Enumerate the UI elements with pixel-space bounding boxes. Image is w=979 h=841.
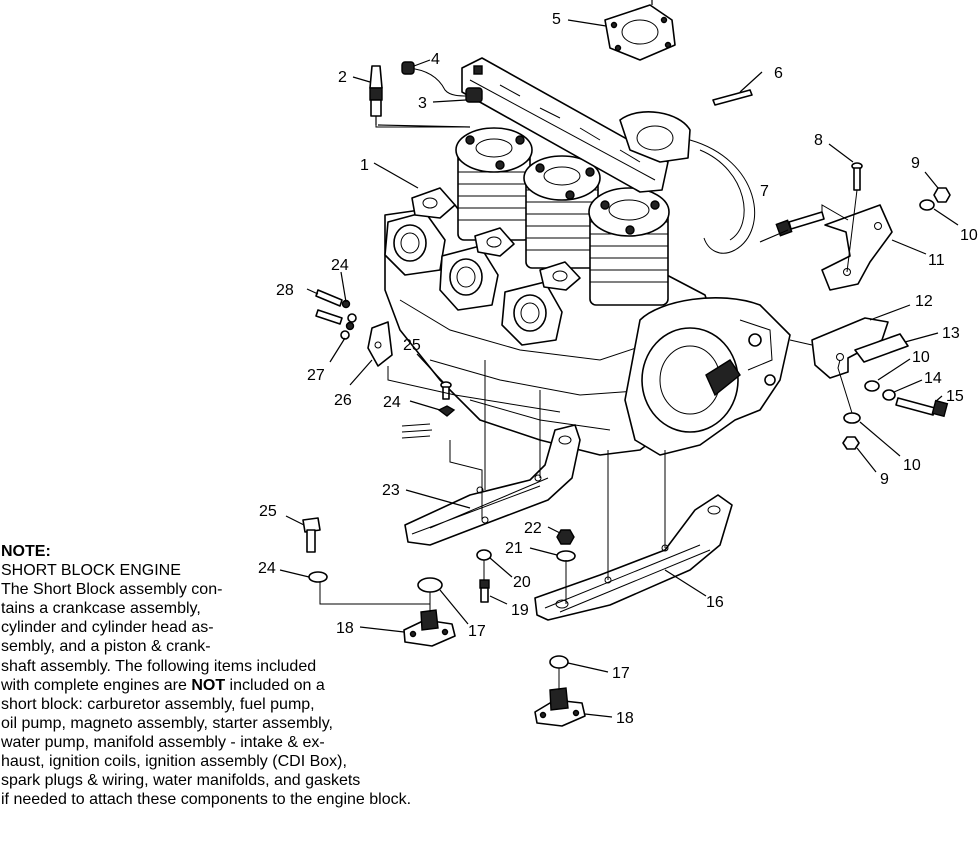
- callout-5: 5: [552, 11, 561, 28]
- callout-10a: 10: [960, 227, 978, 244]
- shim-plate: [854, 333, 909, 363]
- callout-4: 4: [431, 51, 440, 68]
- callout-21: 21: [505, 540, 523, 557]
- callout-24b: 24: [383, 394, 401, 411]
- spark-plug: [369, 65, 383, 125]
- callout-8: 8: [814, 132, 823, 149]
- bolt-25-upper: [440, 381, 452, 400]
- mounting-rail-right: [534, 494, 733, 621]
- callout-2: 2: [338, 69, 347, 86]
- washer-21: [556, 550, 576, 562]
- washer-24-upper: [437, 405, 456, 417]
- note-text-after-bold: included on a short block: carburetor as…: [1, 676, 412, 809]
- callout-14: 14: [924, 370, 942, 387]
- callout-25b: 25: [259, 503, 277, 520]
- callout-18a: 18: [336, 620, 354, 637]
- ghost-lines: [401, 423, 433, 439]
- callout-7: 7: [760, 183, 769, 200]
- callout-24c: 24: [258, 560, 276, 577]
- engine-mount-right: [534, 687, 586, 727]
- callout-25a: 25: [403, 337, 421, 354]
- exhaust-manifold: [461, 57, 691, 193]
- callout-26: 26: [334, 392, 352, 409]
- callout-28: 28: [276, 282, 294, 299]
- callout-17a: 17: [468, 623, 486, 640]
- engine-bracket-upper: [821, 204, 893, 291]
- washer-14: [882, 389, 896, 401]
- leader-lines: [279, 0, 959, 718]
- cylinder-3: [588, 187, 670, 306]
- note-body: The Short Block assembly con- tains a cr…: [1, 580, 521, 809]
- callout-17b: 17: [612, 665, 630, 682]
- head-gasket: [604, 4, 676, 61]
- bolt-25-lower: [302, 517, 321, 553]
- head-bolts: [465, 135, 660, 235]
- bolt-15: [895, 397, 949, 418]
- callout-10c: 10: [903, 457, 921, 474]
- callout-27: 27: [307, 367, 325, 384]
- washer-10-mid: [864, 380, 880, 392]
- nut-9-lower: [842, 436, 860, 450]
- assembly-lines: [319, 125, 858, 690]
- callout-9a: 9: [911, 155, 920, 172]
- washer-10-lower: [843, 412, 861, 424]
- note-title: NOTE:: [1, 543, 51, 560]
- callout-10b: 10: [912, 349, 930, 366]
- plug-cap: [401, 61, 483, 103]
- bolt-8: [851, 162, 863, 191]
- note-bold-word: NOT: [191, 676, 226, 694]
- note-heading: SHORT BLOCK ENGINE: [1, 562, 181, 580]
- front-mount-plate: [367, 321, 393, 367]
- washer-10-upper: [919, 199, 935, 211]
- callout-labels: 1 2 3 4 5 6 7 8 9 10 11 12 13 10 14 15 1…: [258, 11, 978, 727]
- bolt-7: [775, 211, 825, 237]
- cylinder-1: [455, 127, 533, 241]
- callout-9b: 9: [880, 471, 889, 488]
- washer-17-right: [549, 655, 569, 669]
- engine-mount-left: [403, 609, 456, 647]
- callout-6: 6: [774, 65, 783, 82]
- mounting-rail-left: [404, 424, 581, 546]
- bolts-28: [315, 289, 355, 331]
- note-text-before-bold: The Short Block assembly con- tains a cr…: [1, 581, 317, 694]
- intake-flanges: [384, 187, 581, 346]
- callout-15: 15: [946, 388, 964, 405]
- engine-assembly: [384, 57, 791, 456]
- note-block: NOTE: SHORT BLOCK ENGINE The Short Block…: [1, 542, 521, 809]
- callout-18b: 18: [616, 710, 634, 727]
- callout-12: 12: [915, 293, 933, 310]
- callout-3: 3: [418, 95, 427, 112]
- callout-24a: 24: [331, 257, 349, 274]
- callout-23: 23: [382, 482, 400, 499]
- callout-16: 16: [706, 594, 724, 611]
- callout-22: 22: [524, 520, 542, 537]
- nut-22: [556, 529, 575, 545]
- callout-13: 13: [942, 325, 960, 342]
- callout-11: 11: [928, 252, 945, 269]
- dowel-pin: [712, 89, 753, 106]
- callout-20: 20: [513, 574, 531, 591]
- callout-19: 19: [511, 602, 529, 619]
- nut-9-upper: [933, 187, 951, 203]
- callout-1: 1: [360, 157, 369, 174]
